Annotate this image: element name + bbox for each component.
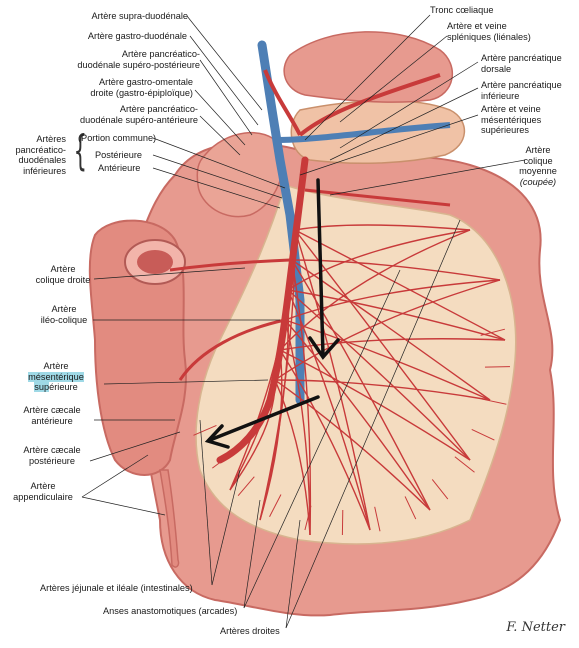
label-anterieure: Antérieure	[98, 163, 140, 174]
label-spleniques: Artère et veine spléniques (liénales)	[447, 21, 531, 42]
label-line: Artère	[8, 361, 104, 372]
label-line: supérieures	[481, 125, 541, 136]
label-pancreatique-inferieure: Artère pancréatique inférieure	[481, 80, 562, 101]
label-line: Artères	[15, 134, 66, 145]
label-line: duodénales	[15, 155, 66, 166]
label-line: Artère pancréatique	[481, 80, 562, 91]
colon-lumen	[137, 250, 173, 274]
label-line: Artère et veine	[447, 21, 531, 32]
label-line: antérieure	[10, 416, 94, 427]
label-line: Artère	[28, 264, 98, 275]
label-line: Artère	[6, 481, 80, 492]
label-gastro-omentale: Artère gastro-omentale droite (gastro-ép…	[90, 77, 193, 98]
label-jejunales-ileales: Artères jéjunale et iléale (intestinales…	[40, 583, 193, 594]
stomach	[284, 32, 452, 102]
label-line: duodénale supéro-postérieure	[77, 60, 200, 71]
label-line: Artère cæcale	[12, 445, 92, 456]
label-posterieure: Postérieure	[95, 150, 142, 161]
label-line: pancréatico-	[15, 145, 66, 156]
label-highlighted: sup	[34, 382, 49, 392]
label-line: Artère cæcale	[10, 405, 94, 416]
label-ileo-colique: Artère iléo-colique	[32, 304, 96, 325]
label-caecale-posterieure: Artère cæcale postérieure	[12, 445, 92, 466]
label-pd-sup-post: Artère pancréatico- duodénale supéro-pos…	[77, 49, 200, 70]
label-line: colique droite	[28, 275, 98, 286]
label-pancreatique-dorsale: Artère pancréatique dorsale	[481, 53, 562, 74]
label-appendiculaire: Artère appendiculaire	[6, 481, 80, 502]
label-line: moyenne	[508, 166, 568, 177]
label-line: postérieure	[12, 456, 92, 467]
label-pd-sup-ant: Artère pancréatico- duodénale supéro-ant…	[80, 104, 198, 125]
label-anses-anastomotiques: Anses anastomotiques (arcades)	[103, 606, 237, 617]
label-line: Artère	[508, 145, 568, 156]
label-line: inférieures	[15, 166, 66, 177]
artist-signature: F. Netter	[506, 620, 565, 635]
label-mesenterique-superieure: Artère mésentérique supérieure	[8, 361, 104, 393]
label-line: Artère et veine	[481, 104, 541, 115]
label-line: Artère pancréatico-	[77, 49, 200, 60]
label-arteres-droites: Artères droites	[220, 626, 280, 637]
label-line: Artère pancréatique	[481, 53, 562, 64]
label-line: colique	[508, 156, 568, 167]
label-highlighted: mésentérique	[28, 372, 84, 382]
label-line: (coupée)	[508, 177, 568, 188]
label-line: duodénale supéro-antérieure	[80, 115, 198, 126]
label-line: Artère gastro-omentale	[90, 77, 193, 88]
label-artere-gastro-duodenale: Artère gastro-duodénale	[88, 31, 187, 42]
label-line: Artère	[32, 304, 96, 315]
label-portion-commune: (Portion commune)	[78, 133, 156, 144]
label-artere-supra-duodenale: Artère supra-duodénale	[91, 11, 188, 22]
label-line: appendiculaire	[6, 492, 80, 503]
label-arteres-pdi: Artères pancréatico- duodénales inférieu…	[15, 134, 66, 176]
label-line: iléo-colique	[32, 315, 96, 326]
label-mesenteriques-superieures: Artère et veine mésentériques supérieure…	[481, 104, 541, 136]
label-colique-moyenne: Artère colique moyenne (coupée)	[508, 145, 568, 187]
arteria-recta	[485, 367, 510, 368]
label-tronc-coeliaque: Tronc cœliaque	[430, 5, 493, 16]
label-line: Artère pancréatico-	[80, 104, 198, 115]
label-line: droite (gastro-épiploïque)	[90, 88, 193, 99]
label-colique-droite: Artère colique droite	[28, 264, 98, 285]
label-line: mésentériques	[481, 115, 541, 126]
label-line: spléniques (liénales)	[447, 32, 531, 43]
label-line: érieure	[49, 382, 78, 392]
label-caecale-anterieure: Artère cæcale antérieure	[10, 405, 94, 426]
label-line: inférieure	[481, 91, 562, 102]
label-line: dorsale	[481, 64, 562, 75]
